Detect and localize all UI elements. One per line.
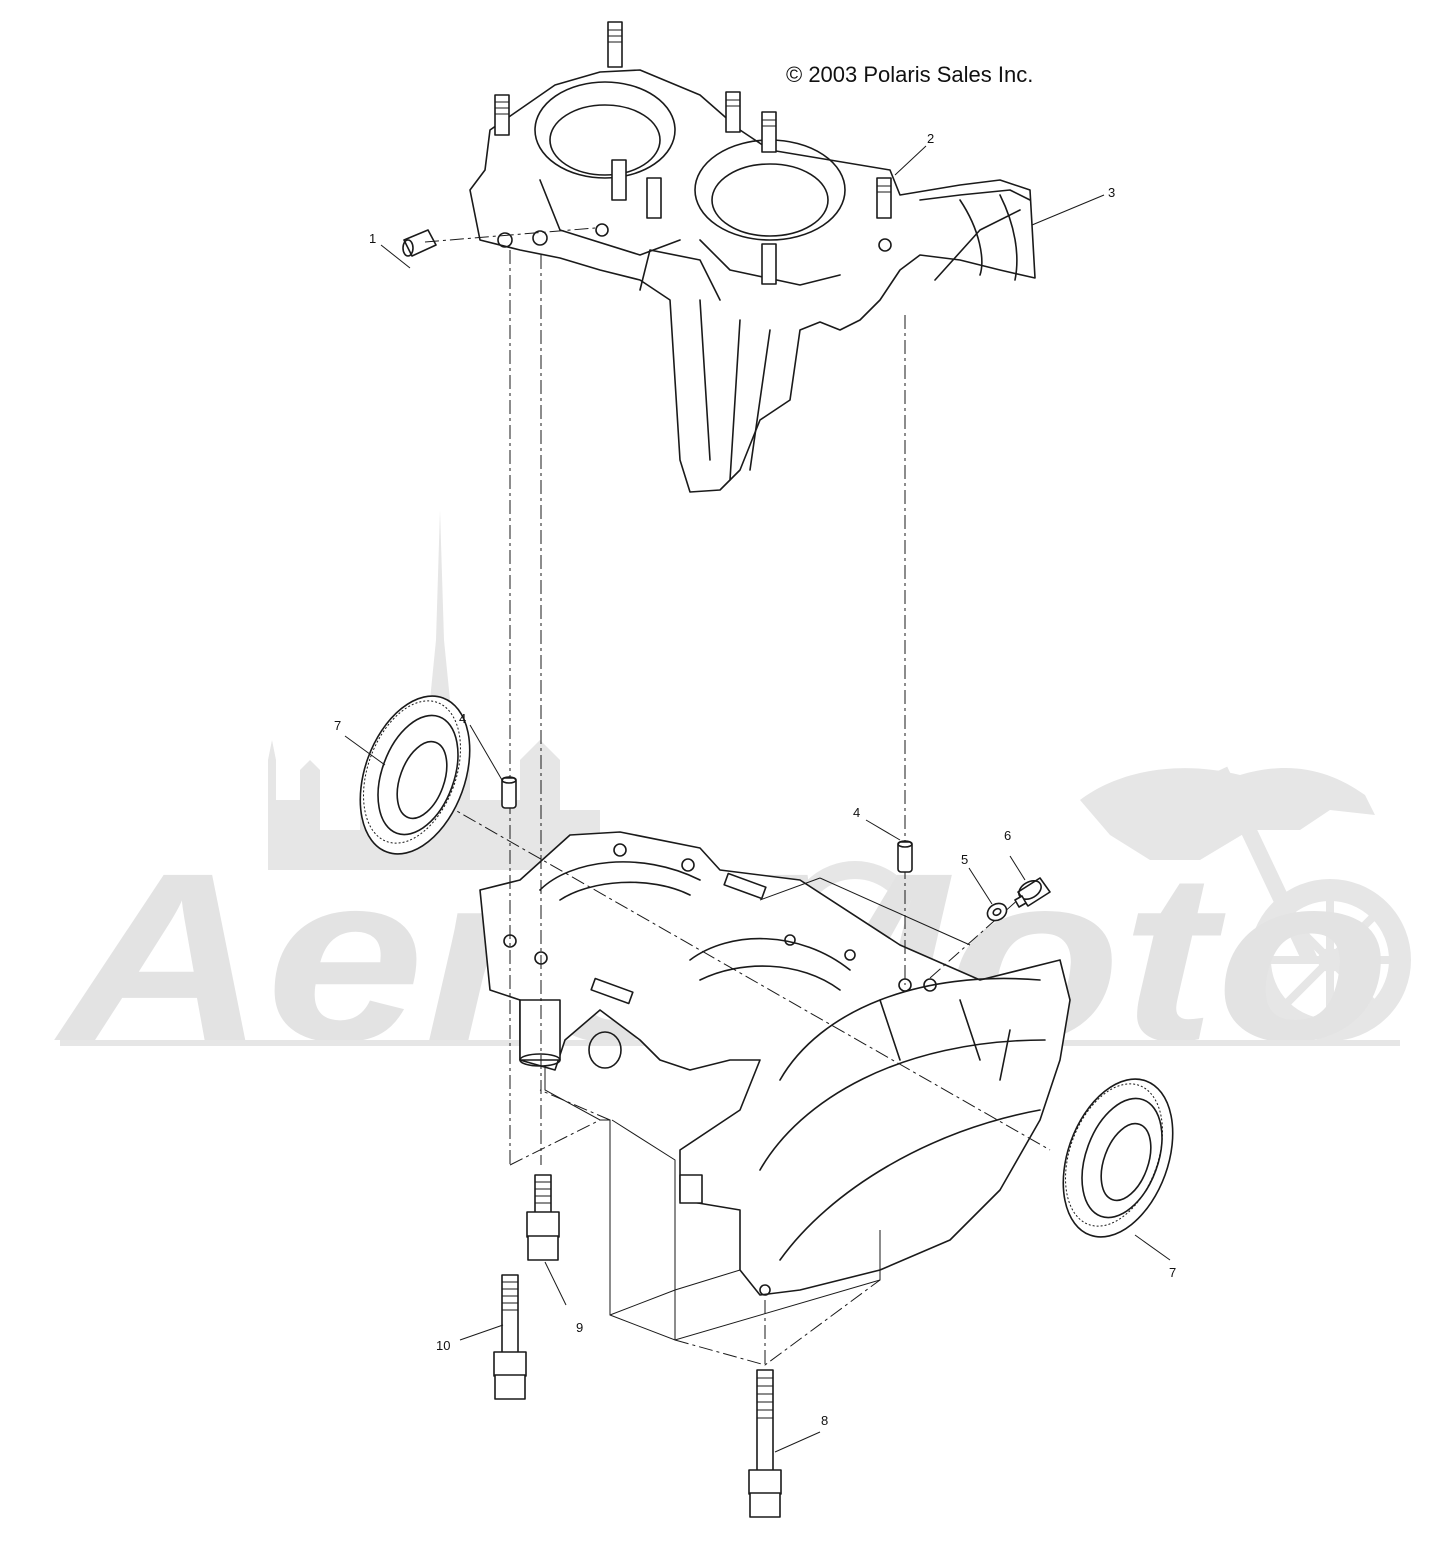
bolt-10 [493, 1274, 527, 1400]
leader-lines [344, 145, 1171, 1453]
alignment-lines [419, 227, 1051, 1366]
lower-crankcase [479, 831, 1071, 1296]
callout-4-right: 4 [853, 805, 861, 820]
dowel-pin-1 [402, 229, 437, 257]
washer-5 [986, 902, 1008, 922]
callout-9: 9 [576, 1320, 584, 1335]
callout-2: 2 [927, 131, 935, 146]
callout-8: 8 [821, 1413, 829, 1428]
callout-7-right: 7 [1169, 1265, 1177, 1280]
oil-seal-7-right [1062, 1078, 1174, 1238]
copyright-notice: © 2003 Polaris Sales Inc. [786, 62, 1034, 87]
callout-5: 5 [961, 852, 969, 867]
callout-3: 3 [1108, 185, 1116, 200]
plug-6 [1014, 877, 1051, 908]
callout-10: 10 [436, 1338, 451, 1353]
crankcase-studs [494, 21, 892, 285]
callout-7-left: 7 [334, 718, 342, 733]
callout-4-left: 4 [459, 711, 467, 726]
callout-6: 6 [1004, 828, 1012, 843]
oil-seal-7-left [359, 695, 471, 855]
dowel-pin-4-left [501, 776, 517, 809]
projection-box [544, 877, 971, 1341]
bolt-9 [526, 1174, 560, 1261]
callout-1: 1 [369, 231, 377, 246]
upper-crankcase [469, 21, 1036, 493]
dowel-pin-4-right [897, 840, 913, 873]
bolt-8 [748, 1369, 782, 1518]
